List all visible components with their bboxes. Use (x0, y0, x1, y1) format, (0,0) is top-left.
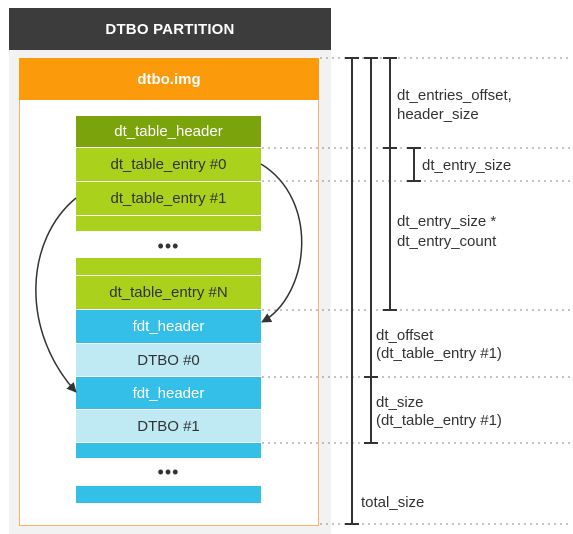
dt-table-header-block: dt_table_header (76, 116, 261, 148)
dt-table-entry-partial-block-2 (76, 258, 261, 276)
dt-table-entry-1-block: dt_table_entry #1 (76, 182, 261, 216)
label-entries-total-2: dt_entry_count (397, 233, 497, 250)
label-dt-size-1: dt_size (376, 394, 424, 411)
label-entries-offset-1: dt_entries_offset, (397, 87, 512, 104)
partition-title: DTBO PARTITION (9, 8, 331, 50)
dt-table-entry-0-block: dt_table_entry #0 (76, 148, 261, 182)
label-dt-size-2: (dt_table_entry #1) (376, 412, 502, 429)
fdt-partial-block (76, 443, 261, 459)
label-entry-size: dt_entry_size (422, 157, 512, 174)
dt-table-entry-n-block: dt_table_entry #N (76, 276, 261, 310)
fdt-header-block-0: fdt_header (76, 310, 261, 344)
dtbo-image-title: dtbo.img (19, 58, 319, 100)
fdt-partial-block-2 (76, 486, 261, 504)
label-dt-offset-1: dt_offset (376, 327, 434, 344)
arrow-entry1-to-fdt1 (35, 197, 77, 393)
arrow-entry0-to-fdt0 (260, 163, 303, 323)
dtbo-0-block: DTBO #0 (76, 344, 261, 377)
dtbo-1-block: DTBO #1 (76, 410, 261, 443)
label-dt-offset-2: (dt_table_entry #1) (376, 345, 502, 362)
ellipsis-dtbos: ••• (157, 462, 180, 482)
ellipsis-entries: ••• (157, 236, 180, 256)
dt-table-entry-partial-block (76, 216, 261, 232)
label-total-size: total_size (361, 494, 425, 511)
label-entries-offset-2: header_size (397, 106, 479, 123)
fdt-header-block-1: fdt_header (76, 377, 261, 410)
label-entries-total-1: dt_entry_size * (397, 213, 497, 230)
